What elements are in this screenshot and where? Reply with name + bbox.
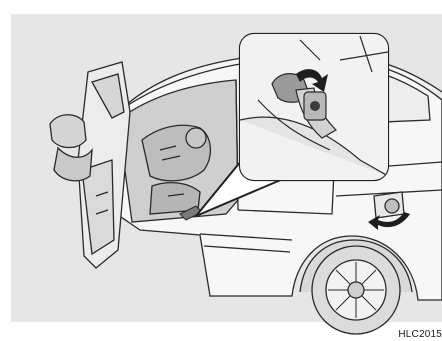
callout-detail (240, 34, 388, 180)
figure-code: HLC2015 (398, 329, 442, 340)
